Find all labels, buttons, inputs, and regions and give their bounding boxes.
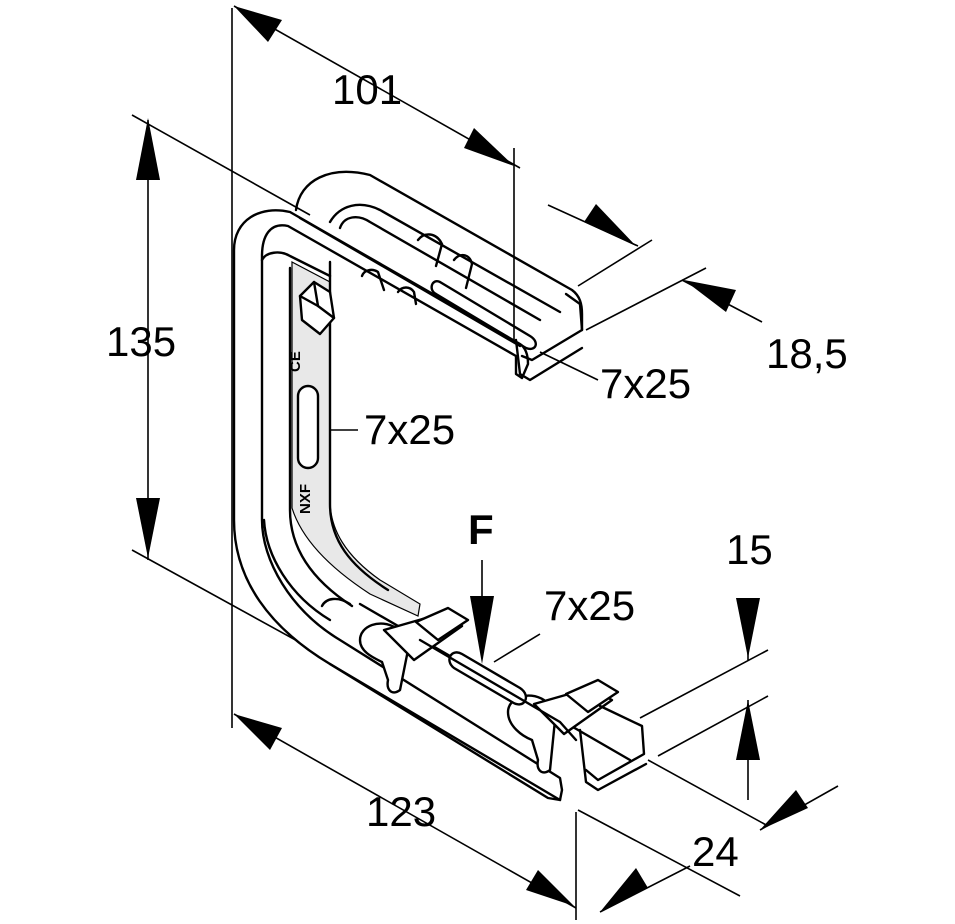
dim-height: 135	[106, 318, 176, 365]
dim-top-width: 101	[332, 66, 402, 113]
dim-bottom-depth: 24	[692, 828, 739, 875]
arrowheads	[136, 6, 808, 912]
slot-bottom-label: 7x25	[544, 582, 635, 629]
bracket-part	[232, 170, 648, 802]
dim-bottom-height: 15	[726, 526, 773, 573]
ce-mark: CE	[287, 351, 304, 372]
dim-bottom-width: 123	[366, 788, 436, 835]
dim-top-depth: 18,5	[766, 330, 848, 377]
slot-top-label: 7x25	[600, 360, 691, 407]
slot-side-label: 7x25	[364, 406, 455, 453]
part-markings: CE NXF	[287, 351, 314, 514]
load-label: F	[468, 506, 494, 553]
brand-mark: NXF	[297, 484, 314, 514]
